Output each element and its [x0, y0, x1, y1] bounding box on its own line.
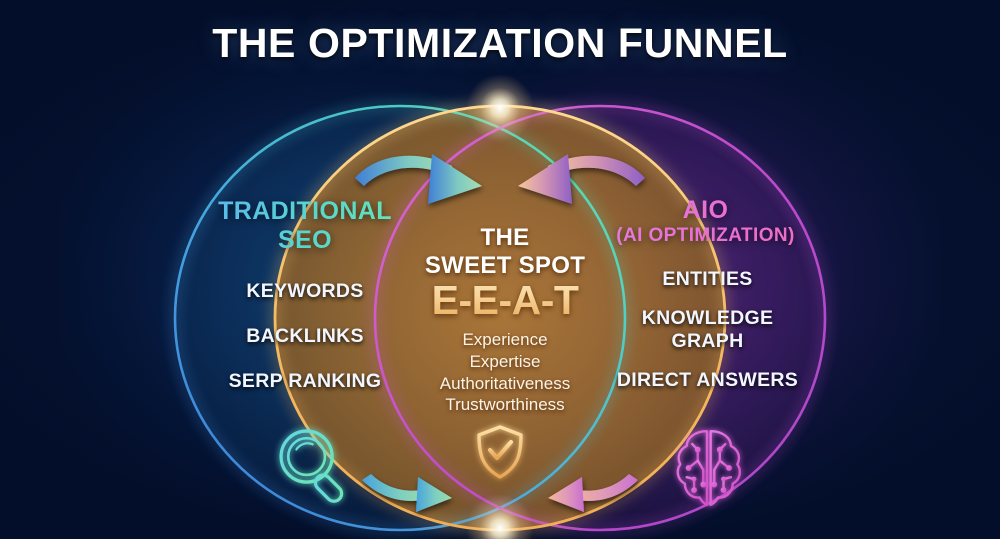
left-circle-items: KEYWORDS BACKLINKS SERP RANKING — [195, 280, 415, 415]
bottom-right-arrow — [548, 474, 638, 512]
list-item: KEYWORDS — [246, 280, 364, 302]
list-item: BACKLINKS — [246, 325, 364, 347]
right-circle-title-line2: (AI OPTIMIZATION) — [616, 225, 795, 246]
list-item: KNOWLEDGE GRAPH — [641, 307, 774, 352]
expansion-item: Experience — [462, 330, 548, 349]
top-left-arrow — [355, 154, 482, 204]
left-circle-title: TRADITIONAL SEO — [205, 197, 405, 254]
right-circle-title: AIO (AI OPTIMIZATION) — [598, 196, 813, 246]
bottom-intersection-flare — [466, 494, 534, 539]
right-circle-title-line1: AIO — [682, 196, 729, 224]
center-heading-line1: THE — [480, 224, 530, 251]
left-circle-title-line2: SEO — [278, 226, 332, 254]
page-title: THE OPTIMIZATION FUNNEL — [212, 20, 788, 66]
magnifying-glass-icon — [279, 429, 344, 503]
center-expansion: Experience Expertise Authoritativeness T… — [395, 329, 615, 416]
center-heading: THE SWEET SPOT — [415, 224, 595, 281]
right-circle-items: ENTITIES KNOWLEDGE GRAPH DIRECT ANSWERS — [600, 268, 815, 408]
bottom-left-arrow — [362, 474, 452, 512]
center-acronym: E-E-A-T — [405, 277, 605, 324]
expansion-item: Trustworthiness — [445, 395, 565, 415]
left-circle-title-line1: TRADITIONAL — [218, 197, 392, 225]
expansion-item: Expertise — [469, 351, 541, 371]
list-item: ENTITIES — [662, 268, 753, 290]
right-circle-ring — [373, 104, 827, 532]
top-intersection-flare — [466, 74, 534, 142]
top-right-arrow — [518, 154, 645, 204]
shield-check-icon — [477, 425, 523, 479]
center-heading-line2: SWEET SPOT — [424, 252, 586, 280]
list-item: SERP RANKING — [228, 370, 382, 392]
center-lens-fill — [275, 106, 725, 530]
expansion-item: Authoritativeness — [439, 373, 571, 393]
list-item: DIRECT ANSWERS — [616, 369, 799, 391]
left-circle-ring — [173, 104, 627, 532]
ai-brain-icon — [676, 430, 742, 506]
